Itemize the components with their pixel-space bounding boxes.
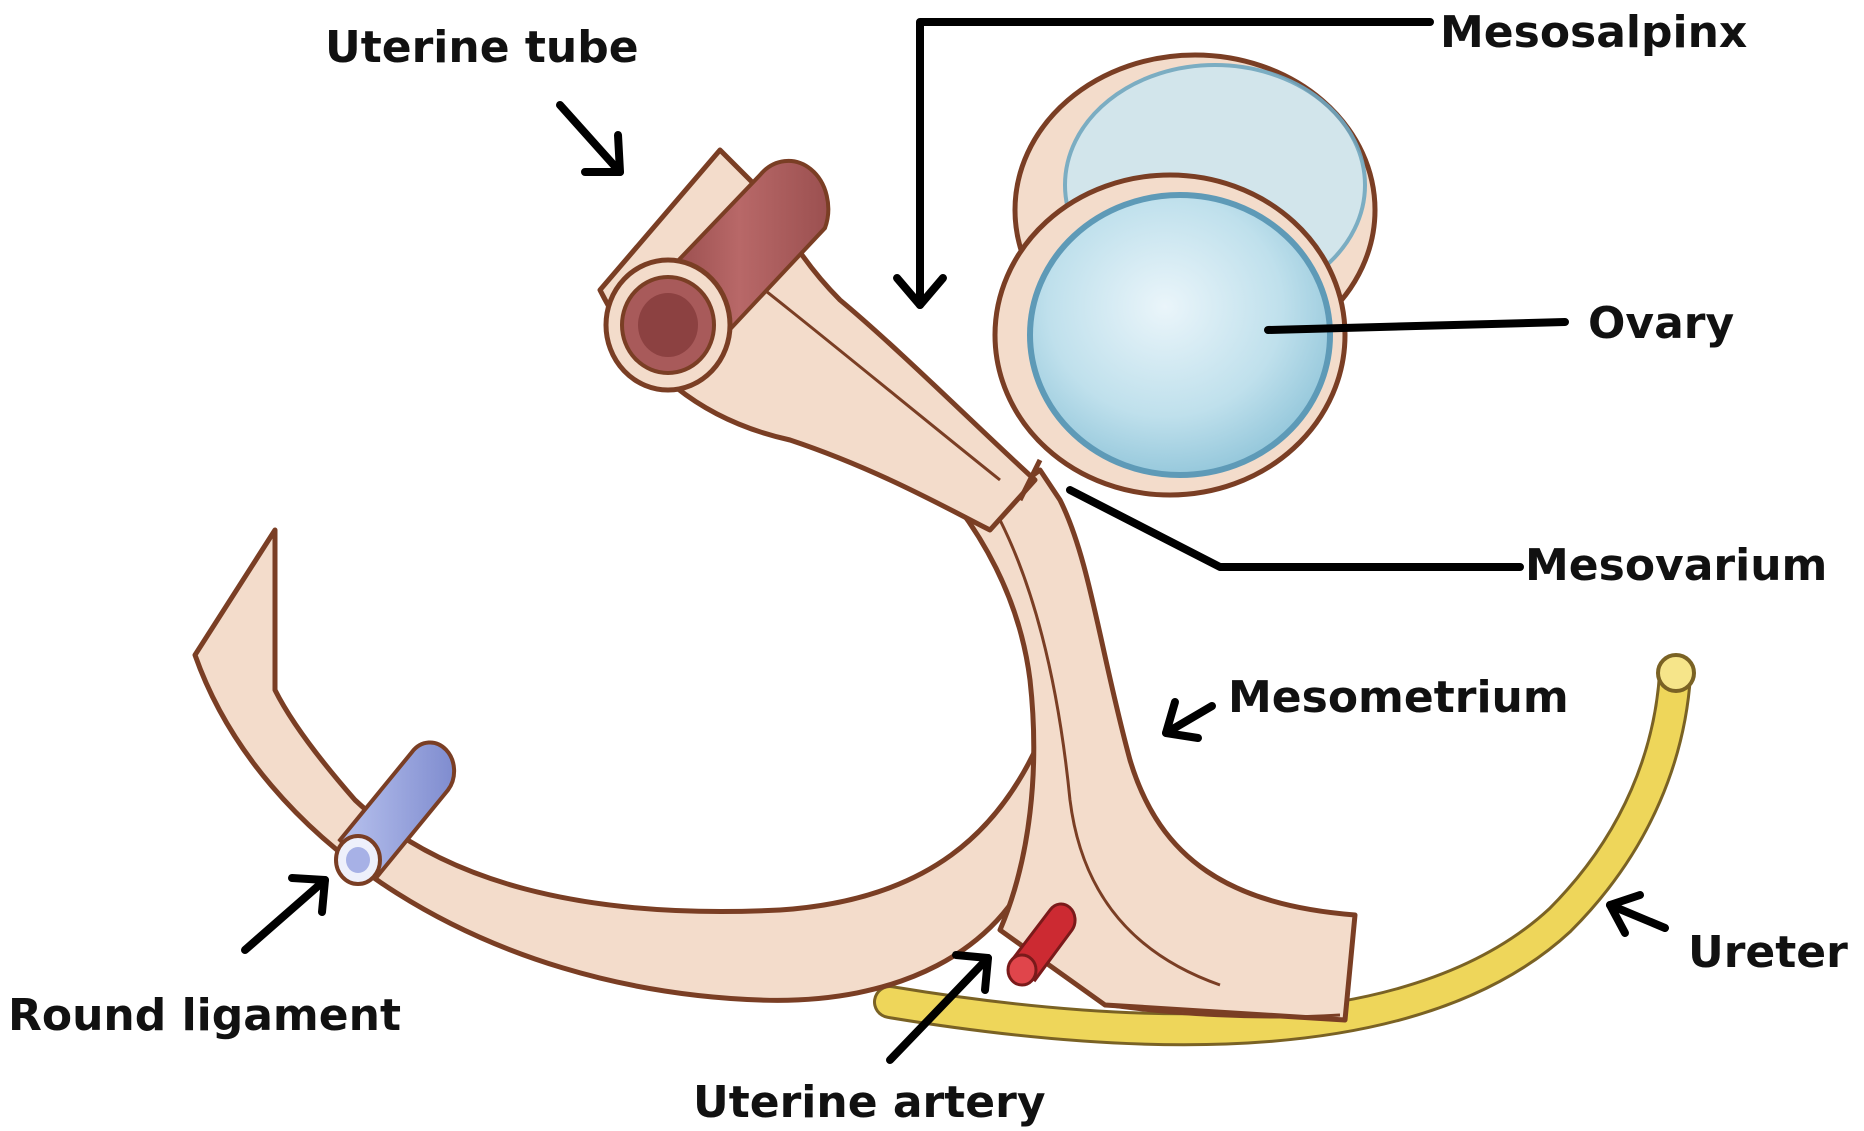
label-ovary: Ovary [1588,298,1734,349]
leader-mesometrium [1166,702,1212,738]
leader-ureter [1610,895,1665,933]
anterior-leaf [195,530,1040,1000]
leader-round-ligament [245,878,325,950]
label-ureter: Ureter [1688,927,1848,978]
label-mesovarium: Mesovarium [1525,540,1827,591]
label-mesometrium: Mesometrium [1228,672,1569,723]
leader-mesovarium [1070,490,1520,567]
leader-uterine-tube [560,105,620,172]
ovary-structure [995,55,1375,500]
label-round-ligament: Round ligament [8,990,401,1041]
label-uterine-artery: Uterine artery [693,1077,1046,1128]
label-uterine-tube: Uterine tube [325,22,639,73]
label-mesosalpinx: Mesosalpinx [1440,7,1747,58]
